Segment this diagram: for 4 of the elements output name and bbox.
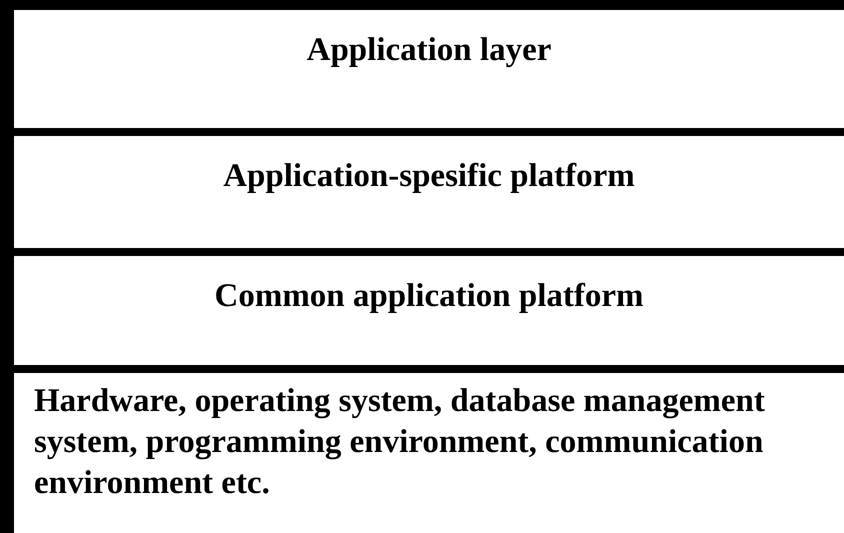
- layer-label: Application-spesific platform: [222, 157, 636, 196]
- layer-label: Common application platform: [214, 277, 644, 316]
- layer-label: Application layer: [306, 31, 552, 70]
- layer-label: Hardware, operating system, database management system, programming environment, communication environment etc.: [34, 382, 766, 503]
